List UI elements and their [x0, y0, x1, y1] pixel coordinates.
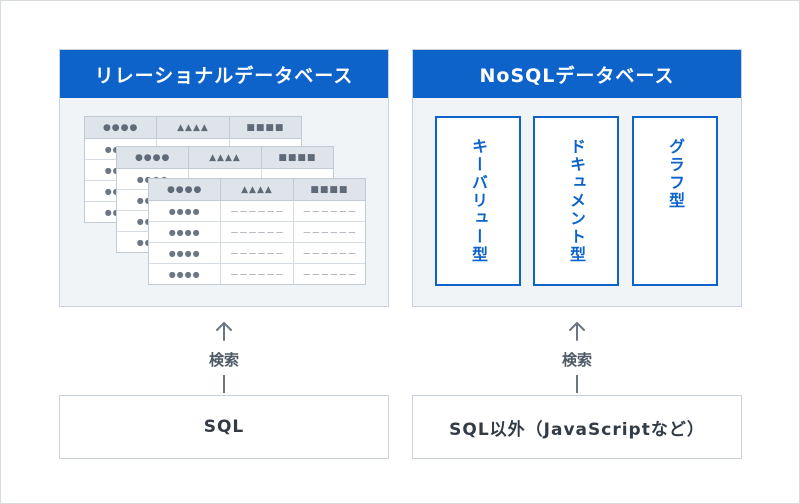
header-cell: ●●●●: [117, 147, 190, 168]
connector-stem: [576, 375, 578, 393]
row-value: －－－－－－: [221, 243, 294, 263]
table-row: ●●●● －－－－－－ －－－－－－: [149, 243, 365, 264]
header-cell: ▲▲▲▲: [157, 117, 230, 138]
connector-stem: [223, 375, 225, 393]
header-cell: ●●●●: [149, 179, 222, 200]
relational-db-panel: リレーショナルデータベース ●●●● ▲▲▲▲ ■■■■ ●●●● ●●●● ●…: [59, 49, 389, 307]
header-cell: ■■■■: [310, 184, 349, 195]
key-value-type-box: キーバリュー型: [435, 116, 521, 286]
row-key: ●●●●: [149, 201, 222, 221]
header-cell: ■■■■: [246, 122, 285, 133]
nosql-db-title: NoSQLデータベース: [413, 50, 741, 98]
table-header: ●●●● ▲▲▲▲ ■■■■: [85, 117, 301, 139]
non-sql-query-box: SQL以外（JavaScriptなど）: [412, 395, 742, 459]
header-cell: ▲▲▲▲: [221, 179, 294, 200]
table-header: ●●●● ▲▲▲▲ ■■■■: [117, 147, 333, 169]
row-key: ●●●●: [149, 243, 222, 263]
table-row: ●●●● －－－－－－ －－－－－－: [149, 264, 365, 284]
table-header: ●●●● ▲▲▲▲ ■■■■: [149, 179, 365, 201]
search-label: 検索: [561, 351, 592, 369]
table-row: ●●●● －－－－－－ －－－－－－: [149, 222, 365, 243]
row-key: ●●●●: [149, 264, 222, 284]
graph-type-box: グラフ型: [632, 116, 718, 286]
graph-type-label: グラフ型: [666, 138, 685, 210]
row-value: －－－－－－: [302, 228, 357, 239]
header-cell: ■■■■: [278, 152, 317, 163]
header-cell: ●●●●: [85, 117, 158, 138]
document-type-box: ドキュメント型: [533, 116, 619, 286]
row-value: －－－－－－: [302, 207, 357, 218]
header-cell: ▲▲▲▲: [189, 147, 262, 168]
row-value: －－－－－－: [302, 270, 357, 281]
arrow-up-icon: [569, 322, 585, 341]
key-value-type-label: キーバリュー型: [469, 138, 488, 264]
row-key: ●●●●: [149, 222, 222, 242]
search-label: 検索: [208, 351, 239, 369]
arrow-up-icon: [216, 322, 232, 341]
nosql-db-panel: NoSQLデータベース キーバリュー型 ドキュメント型 グラフ型: [412, 49, 742, 307]
table-card-front: ●●●● ▲▲▲▲ ■■■■ ●●●● －－－－－－ －－－－－－ ●●●● －…: [148, 178, 366, 285]
row-value: －－－－－－: [221, 201, 294, 221]
document-type-label: ドキュメント型: [567, 138, 586, 264]
relational-db-title: リレーショナルデータベース: [60, 50, 388, 98]
sql-query-box: SQL: [59, 395, 389, 459]
row-value: －－－－－－: [221, 222, 294, 242]
row-value: －－－－－－: [221, 264, 294, 284]
row-value: －－－－－－: [302, 249, 357, 260]
table-row: ●●●● －－－－－－ －－－－－－: [149, 201, 365, 222]
